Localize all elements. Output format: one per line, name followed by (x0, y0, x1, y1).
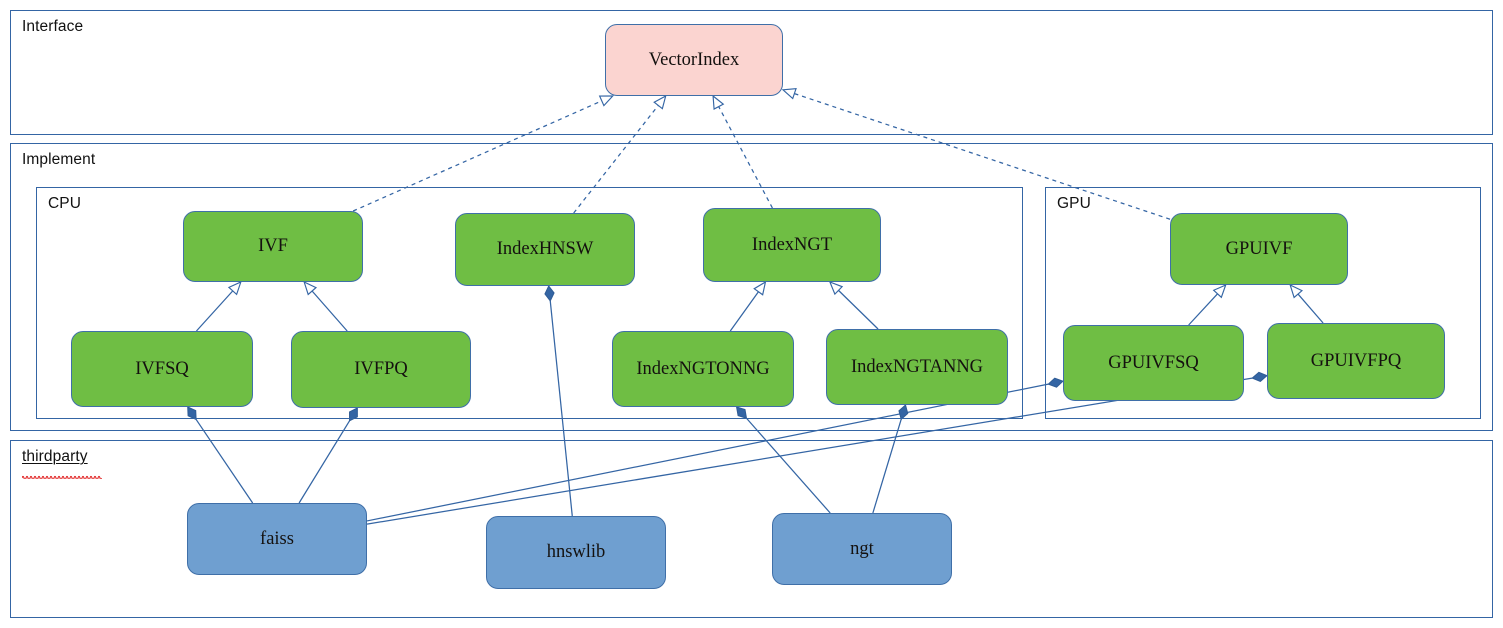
node-hnswlib[interactable]: hnswlib (486, 516, 666, 589)
node-vectorindex[interactable]: VectorIndex (605, 24, 783, 96)
node-label-ivf: IVF (258, 236, 288, 257)
node-label-faiss: faiss (260, 528, 294, 549)
package-label-interface: Interface (22, 18, 84, 35)
node-faiss[interactable]: faiss (187, 503, 367, 575)
node-label-gpuivfpq: GPUIVFPQ (1310, 350, 1402, 371)
node-label-ivfsq: IVFSQ (135, 358, 189, 379)
node-indexhnsw[interactable]: IndexHNSW (455, 213, 635, 286)
node-ivfpq[interactable]: IVFPQ (291, 331, 471, 408)
node-gpuivfsq[interactable]: GPUIVFSQ (1063, 325, 1244, 401)
package-label-gpu: GPU (1057, 195, 1091, 212)
package-label-cpu: CPU (48, 195, 82, 212)
node-ngt[interactable]: ngt (772, 513, 952, 585)
node-label-gpuivfsq: GPUIVFSQ (1108, 352, 1199, 373)
node-gpuivfpq[interactable]: GPUIVFPQ (1267, 323, 1445, 399)
node-label-ngt: ngt (850, 538, 874, 559)
node-label-vectorindex: VectorIndex (648, 49, 740, 70)
node-indexngtonng[interactable]: IndexNGTONNG (612, 331, 794, 407)
package-label-implement: Implement (22, 151, 96, 168)
node-gpuivf[interactable]: GPUIVF (1170, 213, 1348, 285)
node-indexngt[interactable]: IndexNGT (703, 208, 881, 282)
node-label-ivfpq: IVFPQ (354, 359, 408, 380)
package-gpu (1045, 187, 1481, 419)
package-label-thirdparty: thirdparty (22, 448, 88, 465)
package-thirdparty (10, 440, 1493, 618)
node-label-indexhnsw: IndexHNSW (496, 239, 594, 260)
node-label-indexngt: IndexNGT (751, 234, 833, 255)
node-label-gpuivf: GPUIVF (1225, 238, 1293, 259)
node-label-indexngtanng: IndexNGTANNG (850, 356, 984, 377)
node-indexngtanng[interactable]: IndexNGTANNG (826, 329, 1008, 405)
node-label-hnswlib: hnswlib (546, 542, 606, 563)
package-implement (10, 143, 1493, 431)
node-ivf[interactable]: IVF (183, 211, 363, 282)
package-interface (10, 10, 1493, 135)
node-label-indexngtonng: IndexNGTONNG (636, 358, 770, 379)
node-ivfsq[interactable]: IVFSQ (71, 331, 253, 407)
package-cpu (36, 187, 1023, 419)
